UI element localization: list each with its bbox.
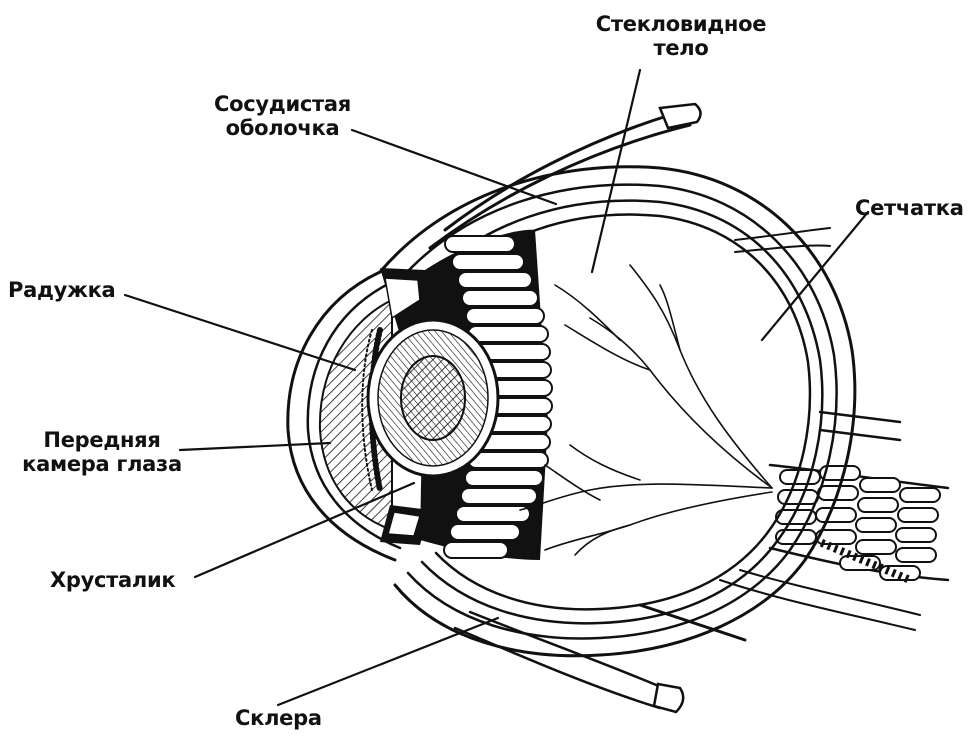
label-iris: Радужка xyxy=(8,278,115,302)
leader-vitreous xyxy=(592,70,640,272)
label-choroid: Сосудистая оболочка xyxy=(200,92,365,140)
label-lens: Хрусталик xyxy=(50,568,175,592)
leader-iris xyxy=(125,295,355,370)
label-retina: Сетчатка xyxy=(855,196,964,220)
leader-sclera xyxy=(278,618,498,705)
label-anterior-chamber-line1: Передняя xyxy=(2,428,202,452)
label-vitreous-line2: тело xyxy=(576,36,786,60)
leader-choroid xyxy=(352,130,556,204)
leader-lens xyxy=(195,483,414,577)
lens xyxy=(368,320,498,476)
label-vitreous-line1: Стекловидное xyxy=(576,12,786,36)
label-anterior-chamber: Передняя камера глаза xyxy=(2,428,202,476)
label-anterior-chamber-line2: камера глаза xyxy=(2,452,202,476)
label-choroid-line2: оболочка xyxy=(200,116,365,140)
label-vitreous: Стекловидное тело xyxy=(576,12,786,60)
leader-anterior-chamber xyxy=(180,443,330,450)
leader-retina xyxy=(762,212,868,340)
label-sclera: Склера xyxy=(235,706,322,730)
retinal-vessels xyxy=(520,265,772,555)
label-choroid-line1: Сосудистая xyxy=(200,92,365,116)
optic-nerve xyxy=(770,465,948,580)
